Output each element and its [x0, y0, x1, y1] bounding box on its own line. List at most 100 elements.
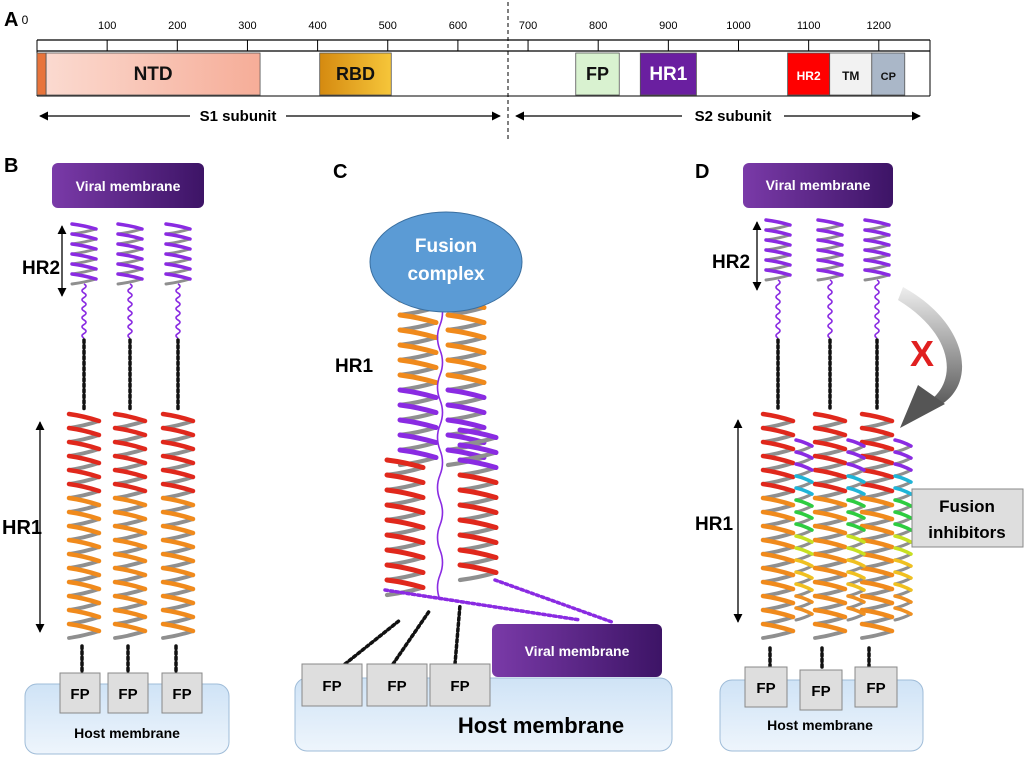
hr1-helix-b-2-front	[112, 425, 148, 438]
ruler-tick-label: 400	[308, 20, 326, 32]
domain-label-hr2: HR2	[797, 69, 821, 83]
inhibitor-peptide-d-1-front	[794, 570, 814, 580]
hr1-helix-d-3-front	[859, 453, 895, 466]
hr1-helix-b-3-front	[160, 467, 196, 480]
hr2-helix-d-2-front	[816, 258, 844, 267]
hr1-helix-b-2-front	[112, 411, 148, 424]
hr1-helix-d-3-front	[859, 467, 895, 480]
bundle-helix-c-2-front	[445, 387, 487, 400]
hr1-helix-d-1-front	[760, 467, 796, 480]
hr1-helix-d-2-front	[812, 537, 848, 550]
bundle-helix-c-3-front	[384, 487, 426, 500]
hr1-helix-b-2-front	[112, 607, 148, 620]
inhibitor-peptide-d-3-front	[893, 522, 913, 532]
inhibitor-peptide-d-3-front	[893, 462, 913, 472]
inhibitor-peptide-d-1-front	[794, 510, 814, 520]
fp-dots-c-3	[453, 603, 462, 666]
helix-bundle-d	[760, 218, 913, 670]
inhibitor-peptide-d-1-front	[794, 606, 814, 616]
inhibitor-peptide-d-2-front	[846, 534, 866, 544]
hr1-helix-d-2-front	[812, 411, 848, 424]
helix-bundle-c	[343, 297, 614, 666]
ruler-tick-label: 0	[22, 13, 29, 27]
hr1-helix-b-2-front	[112, 593, 148, 606]
hr1-helix-d-3-front	[859, 481, 895, 494]
panel-letter-a: A	[4, 9, 18, 31]
hr2-helix-b-1-front	[70, 242, 98, 251]
hr2-helix-d-3-front	[863, 228, 891, 237]
ruler-tick-label: 300	[238, 20, 256, 32]
bundle-helix-c-2-front	[445, 402, 487, 415]
inhibitor-peptide-d-1-front	[794, 558, 814, 568]
hr1-helix-b-3-front	[160, 551, 196, 564]
bundle-helix-c-1-front	[397, 417, 439, 430]
hr1-helix-b-2-front	[112, 537, 148, 550]
helix-bundle-b	[66, 222, 196, 678]
ruler-tick-label: 1000	[726, 20, 750, 32]
hr1-helix-b-1-back	[67, 629, 101, 640]
bundle-helix-c-3-front	[384, 472, 426, 485]
ruler-tick-label: 100	[98, 20, 116, 32]
hr1-helix-d-1-front	[760, 411, 796, 424]
hr1-helix-d-1-back	[761, 629, 795, 640]
fp-box-b-3	[161, 672, 203, 714]
bundle-helix-c-1-front	[397, 327, 439, 340]
hr1-helix-b-2-front	[112, 509, 148, 522]
hr2-helix-d-2-front	[816, 228, 844, 237]
hr2-helix-b-1-front	[70, 232, 98, 241]
hr2-helix-d-3-front	[863, 238, 891, 247]
hr2-helix-b-2-front	[116, 262, 144, 271]
bundle-helix-c-3-front	[384, 547, 426, 560]
hr1-helix-b-3-front	[160, 481, 196, 494]
fp-label-b-3: FP	[172, 686, 191, 703]
hr2-helix-d-2-front	[816, 238, 844, 247]
hr1-helix-d-3-front	[859, 621, 895, 634]
inhibitor-peptide-d-3-back	[893, 612, 913, 622]
fp-dots-c-1	[343, 618, 402, 666]
hr1-helix-b-3-front	[160, 537, 196, 550]
hr1-helix-d-2-front	[812, 565, 848, 578]
hr1-helix-b-2-back	[113, 629, 147, 640]
panel-d: D Viral membrane HR2 HR1 X Fusion inhibi…	[695, 161, 1024, 752]
hr1-label-b: HR1	[2, 517, 42, 539]
inhibitor-peptide-d-1-front	[794, 582, 814, 592]
s2-subunit-label: S2 subunit	[695, 108, 772, 125]
fp-label-c-3: FP	[450, 678, 469, 695]
hr1-helix-d-3-front	[859, 551, 895, 564]
inhibitor-peptide-d-3-front	[893, 498, 913, 508]
hr2-helix-d-2-front	[816, 268, 844, 277]
hr2-helix-d-2-front	[816, 248, 844, 257]
hr1-helix-d-2-front	[812, 523, 848, 536]
fusion-complex	[369, 211, 523, 313]
hr1-helix-d-3-front	[859, 523, 895, 536]
viral-membrane-label-b: Viral membrane	[76, 178, 181, 194]
bundle-helix-c-3-front	[384, 532, 426, 545]
hr1-helix-d-3-front	[859, 411, 895, 424]
hr2-helix-b-3-front	[164, 262, 192, 271]
inhibitor-peptide-d-1-front	[794, 438, 814, 448]
panel-letter-d: D	[695, 161, 709, 183]
bundle-helix-c-2-front	[445, 342, 487, 355]
hr2-helix-b-3-front	[164, 252, 192, 261]
hr1-helix-b-3-front	[160, 523, 196, 536]
fp-box-c-3	[429, 663, 491, 707]
hr1-helix-d-3-front	[859, 537, 895, 550]
hr1-helix-d-1-front	[760, 537, 796, 550]
bundle-helix-c-2-front	[445, 327, 487, 340]
panel-letter-b: B	[4, 155, 18, 177]
hr1-helix-b-1-front	[66, 607, 102, 620]
domain-ntd	[45, 52, 261, 96]
hr1-helix-d-1-front	[760, 607, 796, 620]
ruler-tick-label: 600	[449, 20, 467, 32]
hr2-helix-b-2-front	[116, 232, 144, 241]
inhibitor-peptide-d-3-front	[893, 606, 913, 616]
inhibitor-peptide-d-3-front	[893, 570, 913, 580]
inhibitor-peptide-d-2-front	[846, 582, 866, 592]
hr1-helix-d-2-front	[812, 495, 848, 508]
s1-subunit-label: S1 subunit	[200, 108, 277, 125]
fp-label-d-1: FP	[756, 680, 775, 697]
hr1-helix-b-1-front	[66, 523, 102, 536]
bundle-helix-c-1-front	[397, 402, 439, 415]
hr2-helix-b-1-front	[70, 222, 98, 231]
